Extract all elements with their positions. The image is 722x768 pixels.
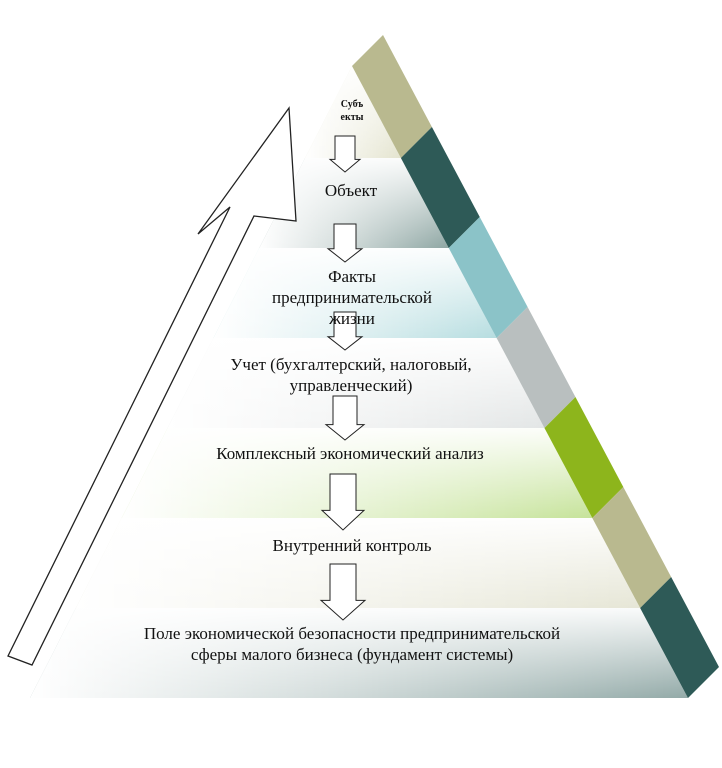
flow-arrows <box>319 135 367 621</box>
side-band-analysis <box>544 397 624 518</box>
face-band-top-fade-facts <box>213 248 497 338</box>
side-band-facts <box>448 217 528 338</box>
level-label-line: Внутренний контроль <box>272 536 432 555</box>
level-label-line: Факты <box>328 267 376 286</box>
level-label-line: Учет (бухгалтерский, налоговый, <box>230 355 472 374</box>
face-band-top-fade-field <box>30 608 688 698</box>
face-band-top-fade-analysis <box>121 428 593 518</box>
down-arrow-2 <box>326 223 364 263</box>
down-arrow-5 <box>320 473 366 531</box>
level-label-field: Поле экономической безопасности предприн… <box>72 623 632 665</box>
level-label-line: сферы малого бизнеса (фундамент системы) <box>190 645 514 664</box>
level-label-line: Объект <box>324 181 378 200</box>
side-band-subjects <box>352 35 432 158</box>
level-label-line: Поле экономической безопасности предприн… <box>143 624 561 643</box>
level-label-facts: Факты предпринимательской жизни <box>222 266 482 329</box>
face-band-top-fade-object <box>259 158 449 248</box>
level-label-line: управленческий) <box>289 376 413 395</box>
level-label-line: Субъ <box>340 99 364 110</box>
level-label-line: екты <box>340 112 364 123</box>
level-label-line: жизни <box>329 309 375 328</box>
face-band-top-fade-control <box>75 518 641 608</box>
level-label-line: предпринимательской <box>272 288 432 307</box>
level-label-analysis: Комплексный экономический анализ <box>170 443 530 464</box>
level-label-control: Внутренний контроль <box>202 535 502 556</box>
side-band-object <box>400 127 480 248</box>
level-label-subjects: Субъ екты <box>322 98 382 124</box>
level-label-line: Комплексный экономический анализ <box>216 444 484 463</box>
down-arrow-4 <box>324 395 366 441</box>
down-arrow-1 <box>328 135 362 173</box>
pyramid-side-bands <box>352 35 719 698</box>
level-label-accounting: Учет (бухгалтерский, налоговый, управленч… <box>191 354 511 396</box>
side-band-accounting <box>496 307 576 428</box>
pyramid-face-bands <box>30 66 688 698</box>
level-label-object: Объект <box>251 180 451 201</box>
face-band-top-fade-accounting <box>167 338 545 428</box>
face-band-top-fade-subjects <box>305 66 401 158</box>
side-band-field <box>640 577 719 698</box>
down-arrow-6 <box>319 563 367 621</box>
down-arrow-3 <box>326 311 364 351</box>
side-band-control <box>592 487 672 608</box>
upward-arrow <box>7 106 297 666</box>
